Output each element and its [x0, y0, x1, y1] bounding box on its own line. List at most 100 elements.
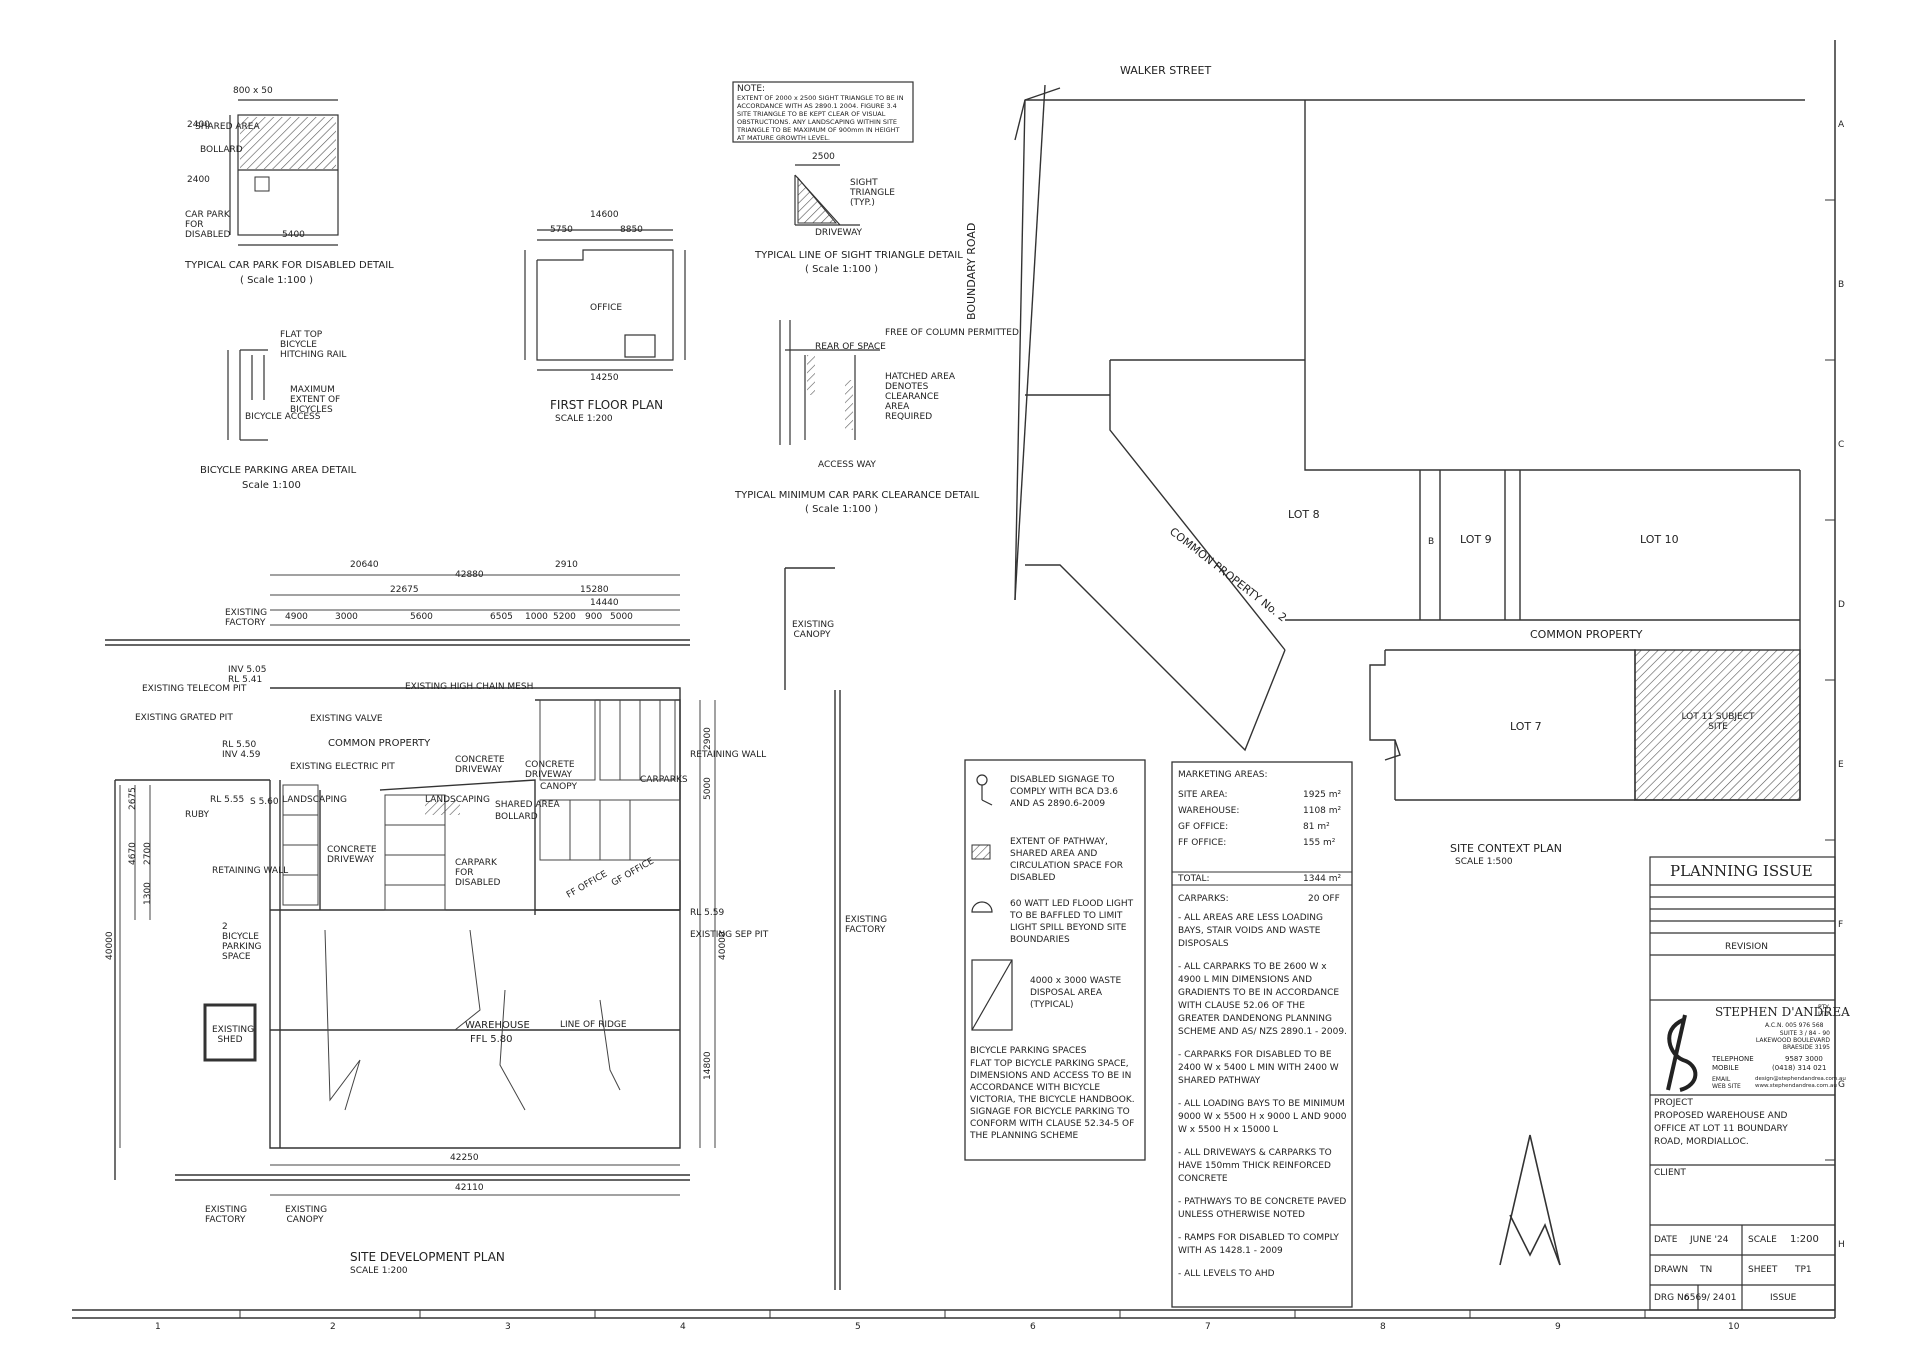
dim-top-13: 900 — [585, 612, 603, 622]
bicycle-detail-scale: Scale 1:100 — [242, 480, 301, 491]
existing-grated-label: EXISTING GRATED PIT — [135, 713, 233, 723]
disabled-dim-top: 800 x 50 — [233, 86, 273, 96]
areas-note: - ALL DRIVEWAYS & CARPARKS TO HAVE 150mm… — [1178, 1148, 1332, 1184]
areas-row-2-label: GF OFFICE: — [1178, 822, 1229, 832]
dim-top-10: 6505 — [490, 612, 513, 622]
site-plan-lines — [105, 567, 841, 1290]
lot-10-label: LOT 10 — [1640, 533, 1679, 546]
grid-letter: E — [1838, 760, 1844, 770]
areas-note: - ALL LEVELS TO AHD — [1178, 1269, 1275, 1279]
first-floor-scale: SCALE 1:200 — [555, 414, 613, 424]
existing-valve-label: EXISTING VALVE — [310, 714, 383, 724]
grid-number: 6 — [1030, 1322, 1036, 1332]
clearance-accessway-label: ACCESS WAY — [818, 460, 876, 470]
grid-number: 5 — [855, 1322, 861, 1332]
parking-bays — [282, 699, 681, 1111]
dim-top-7: 4900 — [285, 612, 308, 622]
drg-label: DRG No — [1654, 1293, 1690, 1303]
sheet-label: SHEET — [1748, 1265, 1778, 1275]
telephone-label: TELEPHONE — [1712, 1055, 1754, 1063]
lot-11-label: LOT 11 SUBJECT SITE — [1681, 712, 1755, 732]
dim-left-1: 40000 — [105, 931, 115, 960]
inv-rl-label: INV 5.05 RL 5.41 — [228, 665, 267, 685]
ff-dim-bottom: 14250 — [590, 373, 619, 383]
rl-559-label: RL 5.59 — [690, 908, 725, 918]
clearance-detail-scale: ( Scale 1:100 ) — [805, 504, 879, 515]
boundary-road-label: BOUNDARY ROAD — [965, 222, 978, 320]
dim-top-3: 2910 — [555, 560, 578, 570]
disabled-detail-scale: ( Scale 1:100 ) — [240, 275, 314, 286]
dim-bottom-2: 42110 — [455, 1183, 484, 1193]
areas-row-0-value: 1925 m² — [1303, 790, 1342, 800]
site-dimension-lines — [119, 574, 716, 1196]
clearance-hatch-2 — [845, 380, 853, 430]
firm-acn: A.C.N. 005 976 568 — [1765, 1022, 1824, 1029]
sight-detail-caption: TYPICAL LINE OF SIGHT TRIANGLE DETAIL — [755, 250, 963, 261]
disabled-dim-left-1: 2400 — [187, 120, 210, 130]
existing-shed-label: EXISTING SHED — [212, 1025, 255, 1045]
clearance-rear-label: REAR OF SPACE — [815, 342, 886, 352]
areas-note: - RAMPS FOR DISABLED TO COMPLY WITH AS 1… — [1178, 1233, 1339, 1256]
sight-dim-label: 2500 — [812, 152, 835, 162]
planning-issue-title: PLANNING ISSUE — [1670, 862, 1813, 880]
firm-logo — [1666, 1014, 1698, 1092]
issue-label: ISSUE — [1770, 1293, 1797, 1303]
rl-550-label: RL 5.50 INV 4.59 — [222, 740, 261, 760]
first-floor-caption: FIRST FLOOR PLAN — [550, 398, 664, 412]
ffl-label: FFL 5.80 — [470, 1034, 513, 1045]
dim-left-2: 2675 — [128, 787, 138, 810]
areas-total-label: TOTAL: — [1178, 874, 1210, 884]
existing-sep-label: EXISTING SEP PIT — [690, 930, 769, 940]
dim-left-4: 2700 — [143, 842, 153, 865]
site-common-property: COMMON PROPERTY — [328, 738, 431, 749]
context-plan-lines — [1014, 84, 1805, 801]
bollard-label: BOLLARD — [200, 145, 243, 155]
bicycle-access-label: BICYCLE ACCESS — [245, 412, 321, 422]
dim-top-1: 20640 — [350, 560, 379, 570]
legend-symbols — [971, 774, 1013, 1031]
grid-letter: H — [1838, 1240, 1845, 1250]
bicycle-detail-lines — [227, 349, 268, 441]
bollard-site: BOLLARD — [495, 812, 538, 822]
date-value: JUNE '24 — [1690, 1235, 1729, 1245]
sight-note-title: NOTE: — [737, 84, 766, 94]
areas-row-2-value: 81 m² — [1303, 822, 1330, 832]
areas-note: - ALL LOADING BAYS TO BE MINIMUM 9000 W … — [1178, 1099, 1347, 1135]
disabled-detail-lines — [229, 99, 339, 246]
retaining-wall-right: RETAINING WALL — [690, 750, 767, 760]
revision-label: REVISION — [1725, 942, 1768, 952]
dim-top-12: 5200 — [553, 612, 576, 622]
existing-factory-bottom: EXISTING FACTORY — [205, 1205, 248, 1225]
telephone-value: 9587 3000 — [1785, 1055, 1823, 1063]
walker-street-label: WALKER STREET — [1120, 64, 1212, 77]
areas-row-1-label: WAREHOUSE: — [1178, 806, 1240, 816]
legend-hatch-swatch — [971, 844, 991, 860]
dim-right-3: 5000 — [703, 777, 713, 800]
concrete-driveway-1: CONCRETE DRIVEWAY — [327, 845, 377, 865]
areas-row-0-label: SITE AREA: — [1178, 790, 1228, 800]
lot-9-label: LOT 9 — [1460, 533, 1492, 546]
concrete-driveway-2: CONCRETE DRIVEWAY — [455, 755, 505, 775]
scale-label: SCALE — [1748, 1235, 1777, 1245]
sight-triangle-hatch — [797, 176, 838, 224]
areas-total-value: 1344 m² — [1303, 874, 1342, 884]
dim-top-6: 14440 — [590, 598, 619, 608]
firm-address: SUITE 3 / 84 - 90 LAKEWOOD BOULEVARD BRA… — [1755, 1030, 1830, 1051]
ff-dim-left: 5750 — [550, 225, 573, 235]
grid-number: 8 — [1380, 1322, 1386, 1332]
rl-555-label: RL 5.55 — [210, 795, 245, 805]
dim-right-2: 2900 — [703, 727, 713, 750]
areas-row-3-label: FF OFFICE: — [1178, 838, 1227, 848]
first-floor-lines — [524, 229, 686, 371]
context-plan-caption: SITE CONTEXT PLAN — [1450, 842, 1562, 855]
grid-letter: F — [1838, 920, 1844, 930]
areas-row-1-value: 1108 m² — [1303, 806, 1342, 816]
existing-high-chain-label: EXISTING HIGH CHAIN MESH — [405, 682, 534, 692]
disabled-detail-caption: TYPICAL CAR PARK FOR DISABLED DETAIL — [185, 260, 394, 271]
grid-number: 10 — [1728, 1322, 1740, 1332]
common-property-label: COMMON PROPERTY — [1530, 628, 1643, 641]
shared-area-label: SHARED AREA — [195, 122, 260, 132]
disabled-dim-bottom: 5400 — [282, 230, 305, 240]
existing-factory-top: EXISTING FACTORY — [225, 608, 268, 628]
